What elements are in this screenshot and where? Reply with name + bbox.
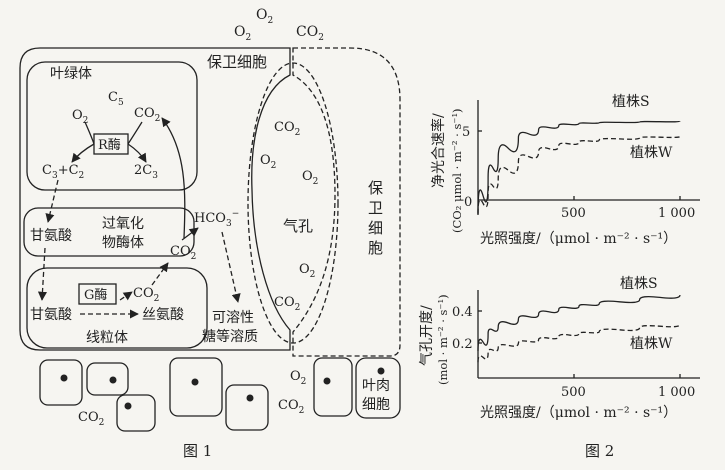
- solute-line-2: 糖等溶质: [202, 328, 258, 345]
- mesophyll-label-1: 叶肉: [362, 378, 390, 394]
- top-co2: CO2: [296, 24, 324, 43]
- guard-cell-right-outline: [292, 47, 401, 357]
- o2-to-renzyme-line: [84, 121, 95, 145]
- top-series-s-line: [477, 120, 681, 214]
- top-o2-2: O2: [234, 24, 251, 43]
- top-legend-s: 植株S: [612, 94, 650, 110]
- chloroplast-outline: [26, 61, 198, 191]
- chloroplast-c5: C5: [108, 90, 124, 108]
- bottom-legend-w: 植株W: [630, 336, 673, 352]
- genzyme-to-co2-arrow: [119, 291, 133, 301]
- chart-net-photosynthesis: 5 0 500 1 000 光照强度/（μmol · m⁻² · s⁻¹） 净光…: [430, 94, 700, 247]
- top-xtick-1000: 1 000: [658, 206, 695, 221]
- top-ylabel-main: 净光合速率/: [430, 113, 447, 188]
- chloroplast-o2: O2: [72, 108, 88, 126]
- chloroplast-2c3: 2C3: [134, 163, 158, 181]
- mesophyll-label-2: 细胞: [362, 397, 390, 413]
- g-enzyme-label: G酶: [84, 287, 107, 303]
- top-series-w-line: [477, 135, 681, 214]
- stoma-o2-2: O2: [302, 169, 318, 187]
- peroxisome-label-2: 物酶体: [102, 235, 144, 251]
- guard-right-char-2: 卫: [368, 199, 383, 217]
- bottom-xlabel: 光照强度/（μmol · m⁻² · s⁻¹）: [480, 405, 677, 421]
- bottom-ytick-02: 0.2: [452, 337, 473, 352]
- guard-cell-left-outline: [19, 47, 291, 351]
- co2-to-hco3-arrow: [181, 227, 199, 241]
- top-xlabel: 光照强度/（μmol · m⁻² · s⁻¹）: [480, 231, 677, 247]
- guard-right-char-1: 保: [368, 179, 383, 197]
- top-ylabel-unit: (CO₂ μmol · m⁻² · s⁻¹): [450, 108, 464, 233]
- hco3-label: HCO3−: [194, 209, 239, 229]
- bottom-legend-s: 植株S: [620, 276, 658, 292]
- c2-to-glycine-arrow: [45, 179, 59, 223]
- bottom-xtick-1000: 1 000: [658, 385, 695, 400]
- top-o2: O2: [256, 7, 273, 26]
- figure-2-caption: 图 2: [585, 442, 614, 460]
- top-ytick-5: 5: [462, 125, 470, 140]
- mitochondrion-outline: [26, 267, 208, 349]
- mito-co2-out-arrow: [151, 262, 169, 286]
- stoma-label: 气孔: [283, 217, 313, 235]
- mesophyll-co2-1: CO2: [78, 410, 104, 428]
- peroxisome-glycine: 甘氨酸: [30, 228, 72, 244]
- mesophyll-o2: O2: [290, 369, 306, 387]
- figure-1: O2 O2 CO2 保卫细胞 保 卫 细 胞 气孔 CO2 O2 O2 O2 C…: [19, 7, 401, 460]
- mito-glycine: 甘氨酸: [30, 307, 72, 323]
- middle-co2: CO2: [170, 244, 196, 262]
- bottom-ylabel-unit: (mol · m⁻² · s⁻¹): [436, 294, 450, 385]
- stoma-o2-1: O2: [260, 153, 276, 171]
- mesophyll-co2-2: CO2: [278, 398, 304, 416]
- mito-title: 线粒体: [86, 330, 128, 346]
- solute-line-1: 可溶性: [212, 310, 254, 326]
- figure-2: 5 0 500 1 000 光照强度/（μmol · m⁻² · s⁻¹） 净光…: [419, 94, 700, 460]
- mito-serine: 丝氨酸: [142, 307, 184, 323]
- stoma-co2-1: CO2: [274, 120, 300, 138]
- bottom-ytick-04: 0.4: [452, 305, 473, 320]
- stoma-ellipse: [247, 62, 339, 344]
- bottom-series-w-line: [477, 324, 681, 363]
- co2-to-chloroplast-arrow: [161, 117, 186, 239]
- stoma-co2-2: CO2: [274, 295, 300, 313]
- bottom-ylabel-main: 气孔开度/: [419, 305, 435, 366]
- bottom-xtick-500: 500: [561, 385, 586, 400]
- chloroplast-co2: CO2: [134, 106, 160, 124]
- top-xtick-500: 500: [561, 206, 586, 221]
- g-enzyme-box: [78, 283, 117, 305]
- chloroplast-c3c2: C3+C2: [42, 163, 84, 181]
- renzyme-to-c3c2-arrow: [71, 143, 95, 163]
- mito-co2: CO2: [133, 286, 159, 304]
- guard-right-char-3: 细: [368, 219, 383, 237]
- co2-to-renzyme-line: [127, 121, 143, 145]
- chloroplast-title: 叶绿体: [50, 66, 92, 82]
- peroxisome-label-1: 过氧化: [102, 216, 144, 232]
- r-enzyme-label: R酶: [98, 137, 121, 153]
- top-legend-w: 植株W: [630, 145, 673, 161]
- hco3-to-solute-arrow: [221, 231, 241, 303]
- guard-right-char-4: 胞: [368, 239, 383, 257]
- stoma-o2-3: O2: [299, 262, 315, 280]
- figure-1-caption: 图 1: [183, 442, 212, 460]
- renzyme-to-2c3-arrow: [127, 143, 147, 163]
- top-ytick-0: 0: [464, 195, 472, 210]
- guard-cell-left-label: 保卫细胞: [207, 53, 267, 71]
- chart-stomatal-conductance: 0.2 0.4 500 1 000 光照强度/（μmol · m⁻² · s⁻¹…: [419, 276, 700, 421]
- glycine-transport-arrow: [37, 247, 48, 301]
- mesophyll-cells: [39, 357, 401, 432]
- bottom-series-s-line: [477, 294, 681, 352]
